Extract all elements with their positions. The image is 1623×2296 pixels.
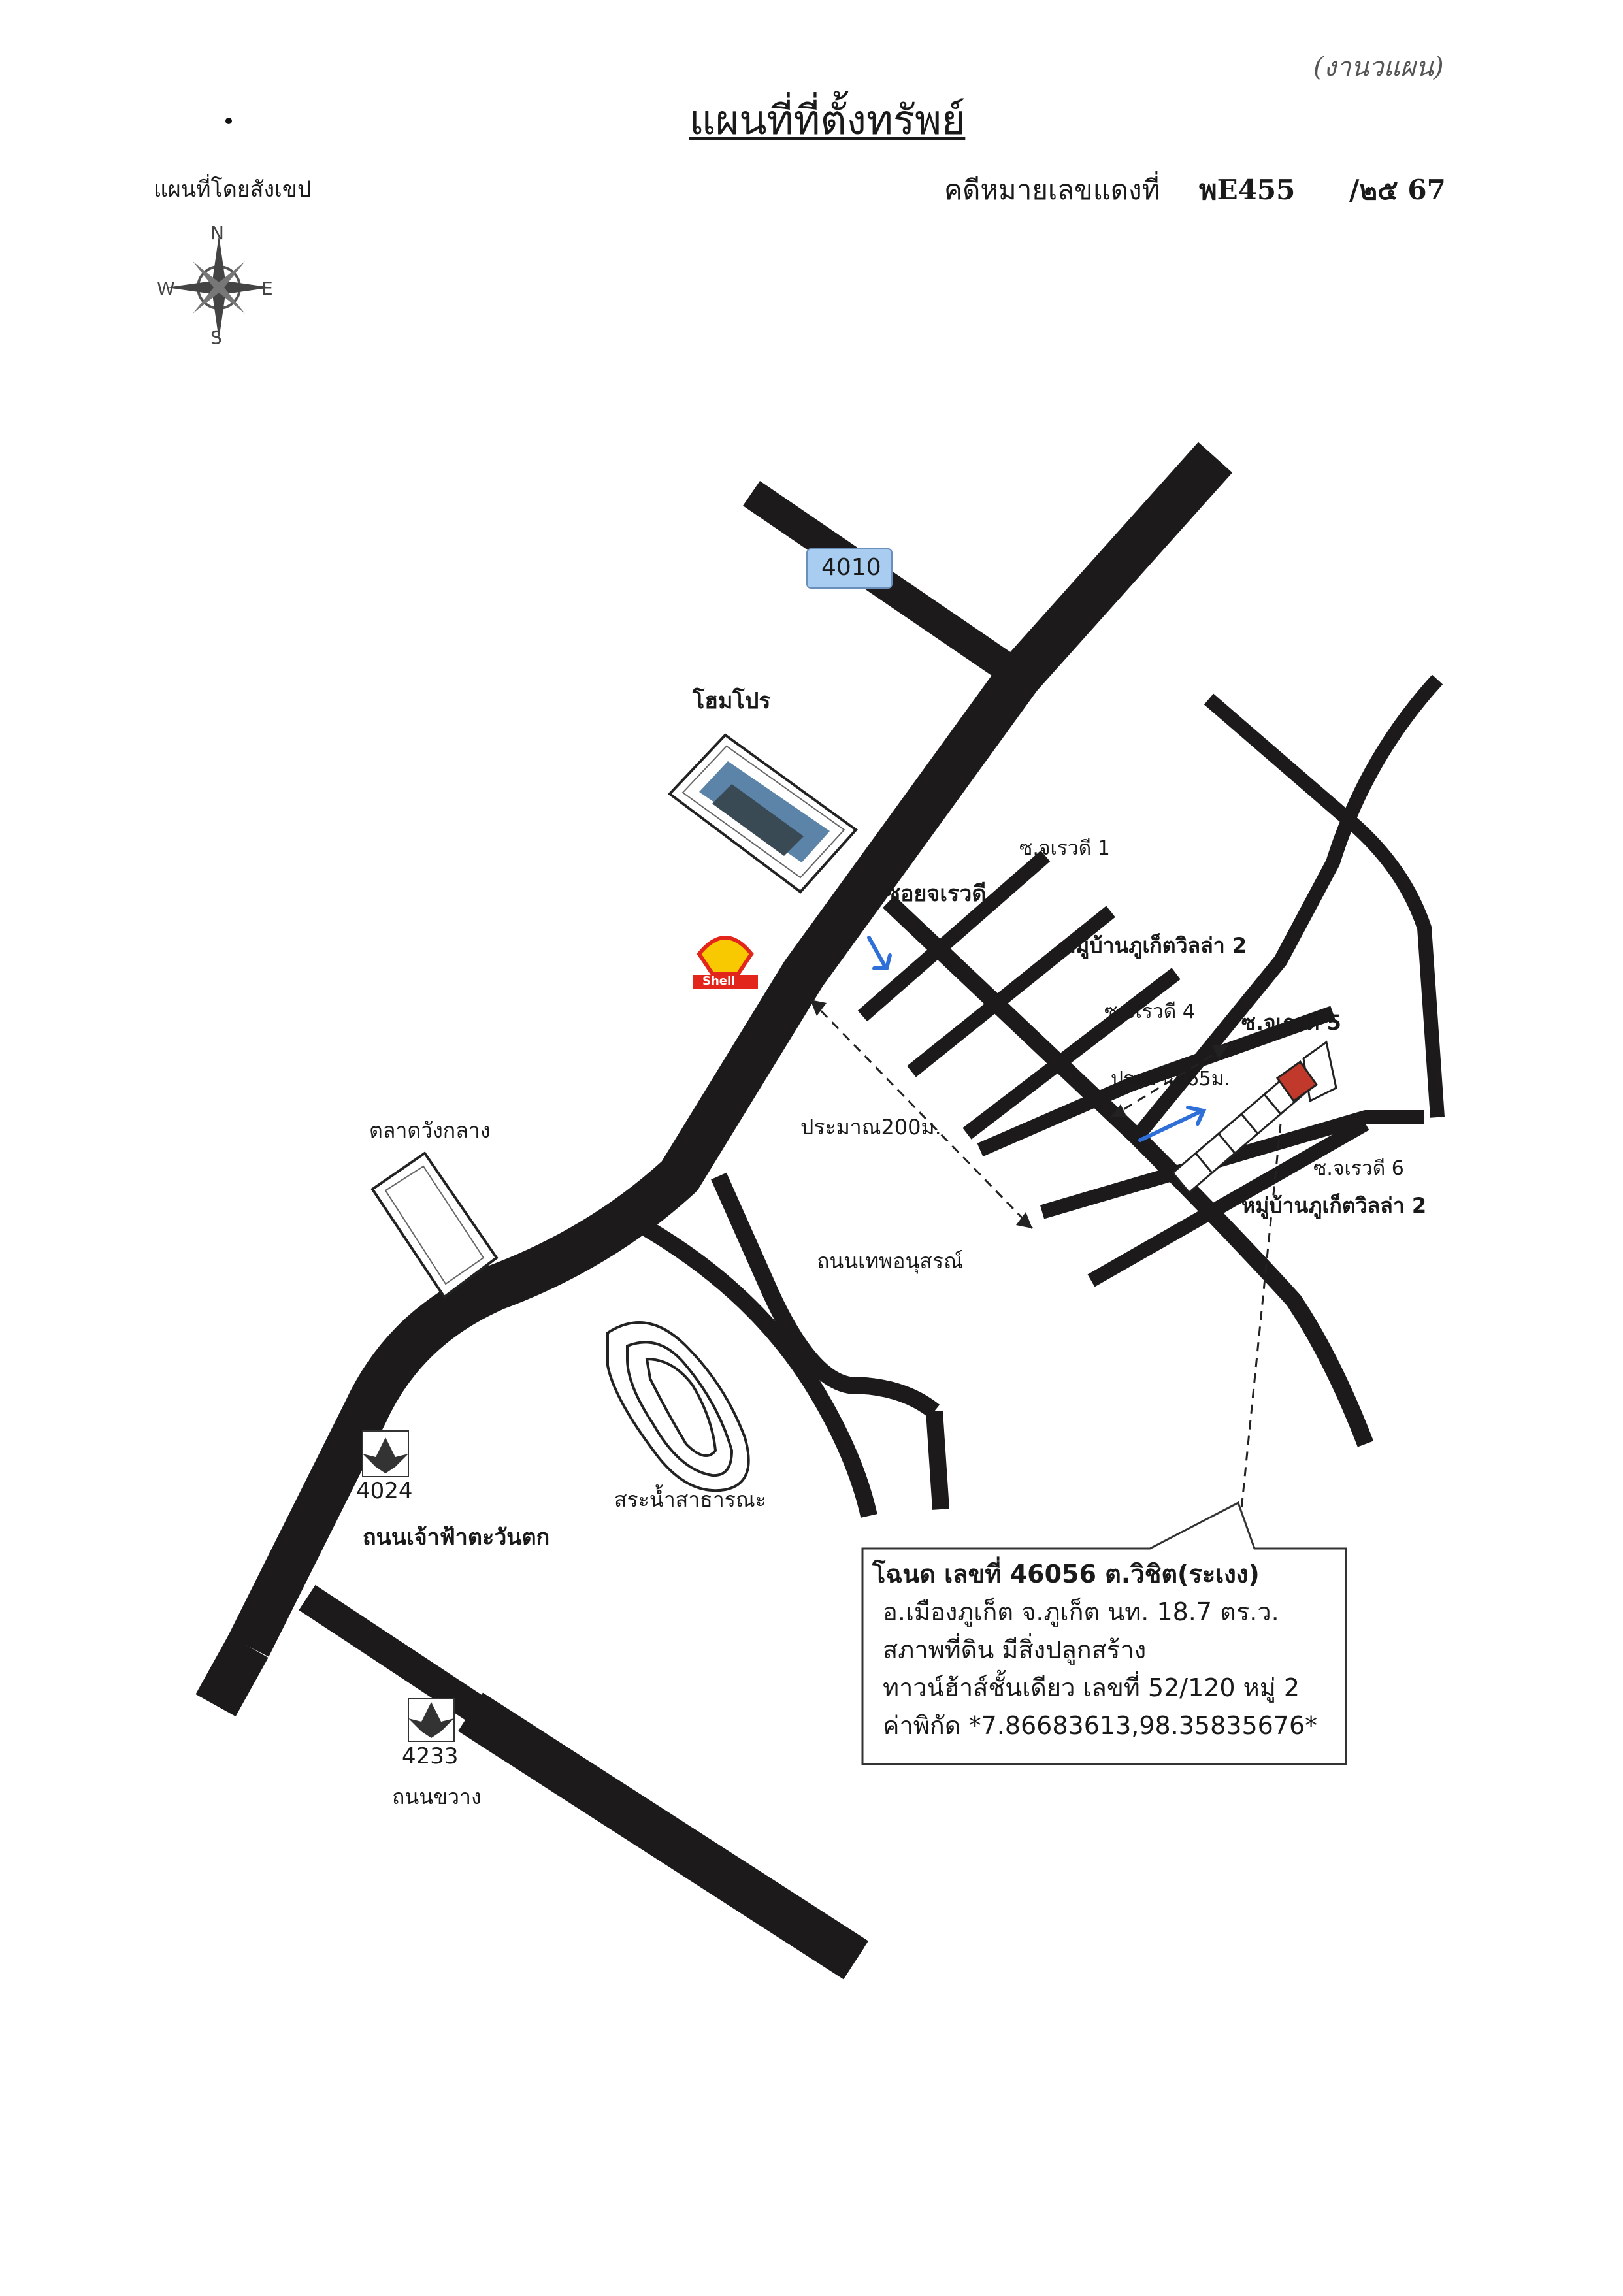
road-east-diagonal <box>1131 674 1443 1141</box>
road-soi-lower <box>1087 1117 1369 1287</box>
road-main-highway <box>227 442 1233 1657</box>
route-4010-label: 4010 <box>821 554 881 581</box>
compass-rose-icon <box>167 235 271 340</box>
road-khwang <box>458 1692 868 1980</box>
road-thep-anusorn <box>711 1172 940 1419</box>
road-label-soi-6: ซ.จเรวดี 6 <box>1313 1157 1404 1180</box>
road-soi-4 <box>977 1006 1336 1157</box>
road-soi-2 <box>907 906 1115 1077</box>
road-soi-3 <box>962 968 1181 1140</box>
road-label-thep-anusorn: ถนนเทพอนุสรณ์ <box>817 1249 963 1273</box>
pond-contours <box>606 1321 750 1492</box>
road-soi-1 <box>857 850 1051 1022</box>
garuda-emblem-4233 <box>408 1698 455 1742</box>
road-label-soi-chareewadee: ซอยจเรวดี <box>885 881 987 907</box>
garuda-emblem-4024 <box>362 1430 409 1477</box>
road-label-soi-4: ซ.จเรวดี 4 <box>1104 1000 1195 1023</box>
route-4024-label: 4024 <box>356 1478 413 1504</box>
distance-65m: ประมาณ65ม. <box>1111 1068 1231 1091</box>
compass-s: S <box>210 327 222 348</box>
homepro-building <box>668 733 858 894</box>
info-line-4: ทาวน์ฮ้าส์ชั้นเดียว เลขที่ 52/120 หมู่ 2 <box>883 1673 1300 1702</box>
road-lower-west <box>195 1635 269 1716</box>
road-label-soi-5: ซ.จเรวดี 5 <box>1241 1010 1341 1035</box>
road-branch-south-2 <box>926 1411 949 1510</box>
map-subtitle: แผนที่โดยสังเขป <box>154 176 312 203</box>
distance-200m: ประมาณ200ม. <box>800 1115 942 1140</box>
bullet-mark <box>225 118 232 124</box>
landmark-village-bottom: หมู่บ้านภูเก็ตวิลล่า 2 <box>1241 1193 1427 1218</box>
property-info: โฉนด เลขที่ 46056 ต.วิชิต(ระเงง) อ.เมือง… <box>872 1555 1317 1745</box>
landmark-homepro: โฮมโปร <box>693 688 771 714</box>
case-label: คดีหมายเลขแดงที่ <box>944 174 1160 206</box>
info-line-2: อ.เมืองภูเก็ต จ.ภูเก็ต นท. 18.7 ตร.ว. <box>883 1598 1279 1626</box>
page-title: แผนที่ที่ตั้งทรัพย์ <box>689 96 966 144</box>
market-building <box>370 1151 499 1299</box>
road-label-soi-1: ซ.จเรวดี 1 <box>1019 837 1110 860</box>
case-year: /๒๕ 67 <box>1349 174 1446 206</box>
road-east-loop <box>1204 693 1445 1118</box>
handwritten-note: (งานวแผน) <box>1313 52 1444 82</box>
info-line-1: โฉนด เลขที่ 46056 ต.วิชิต(ระเงง) <box>872 1560 1260 1588</box>
landmark-market: ตลาดวังกลาง <box>369 1118 491 1143</box>
info-line-5: ค่าพิกัด *7.86683613,98.35835676* <box>883 1711 1318 1740</box>
landmark-village-top: หมู่บ้านภูเก็ตวิลล่า 2 <box>1062 933 1247 958</box>
road-soi-6 <box>1040 1110 1424 1219</box>
route-4233-label: 4233 <box>402 1743 459 1769</box>
road-label-chaofa: ถนนเจ้าฟ้าตะวันตก <box>363 1524 550 1550</box>
route-badge-4010 <box>806 548 893 589</box>
road-branch-south <box>642 1221 877 1518</box>
info-line-3: สภาพที่ดิน มีสิ่งปลูกสร้าง <box>883 1635 1147 1664</box>
landmark-shell-text: Shell <box>702 974 736 988</box>
landmark-pond: สระน้ำสาธารณะ <box>614 1487 766 1512</box>
shell-logo <box>693 936 758 989</box>
property-marker <box>1275 1060 1319 1103</box>
distance-lines <box>809 998 1282 1510</box>
info-callout-box <box>861 1501 1347 1765</box>
direction-arrows <box>867 936 1207 1142</box>
compass-w: W <box>157 278 175 299</box>
case-code: พE455 <box>1199 174 1296 206</box>
compass-n: N <box>210 222 224 244</box>
compass-e: E <box>261 278 273 299</box>
road-label-khwang: ถนนขวาง <box>392 1784 482 1809</box>
